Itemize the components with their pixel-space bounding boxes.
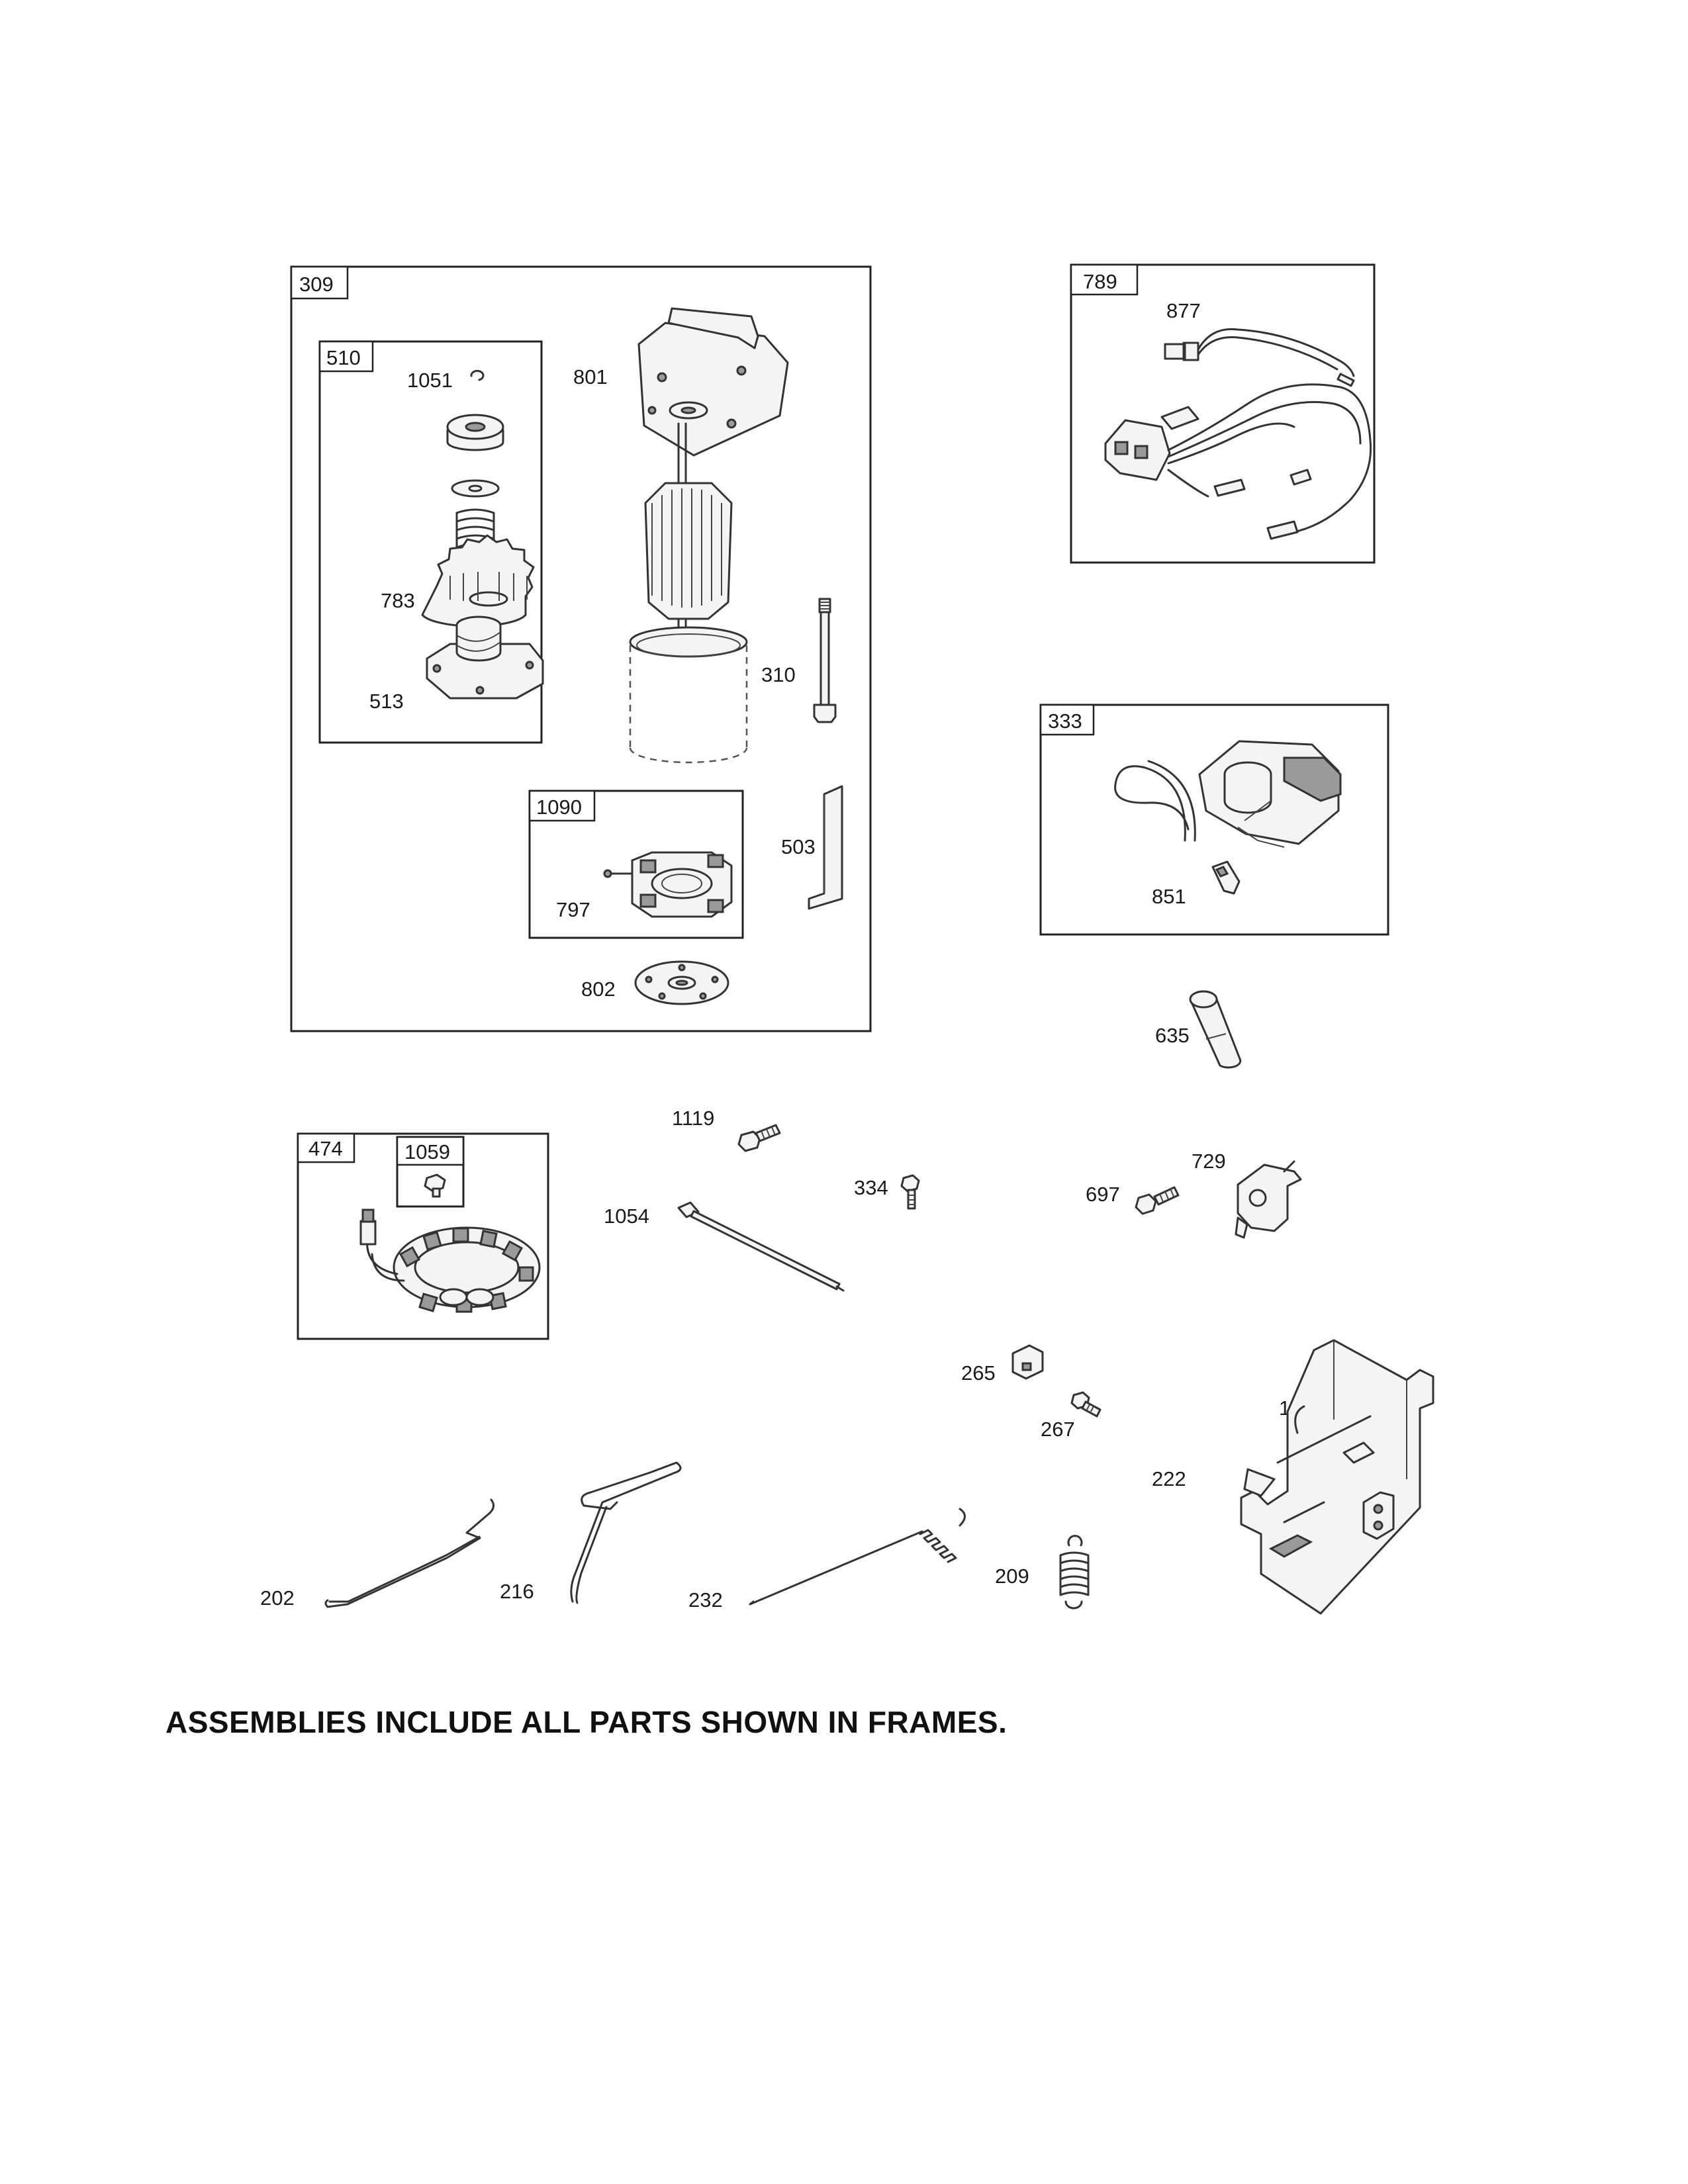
retaining-ring-part[interactable] xyxy=(470,369,485,381)
part-label-1051: 1051 xyxy=(407,369,453,392)
ground-bracket-part[interactable] xyxy=(1235,1160,1302,1239)
part-label-783: 783 xyxy=(381,589,415,612)
assembly-tag-789: 789 xyxy=(1083,270,1117,293)
part-label-265: 265 xyxy=(961,1361,996,1385)
assembly-tag-1059: 1059 xyxy=(404,1140,450,1163)
brush-plate-part[interactable] xyxy=(808,785,843,910)
small-harness-part[interactable] xyxy=(1164,328,1355,387)
part-label-232: 232 xyxy=(688,1588,723,1612)
spark-plug-terminal-part[interactable] xyxy=(1211,860,1241,895)
part-label-1119: 1119 xyxy=(672,1107,714,1130)
part-label-697: 697 xyxy=(1086,1183,1120,1206)
part-label-635: 635 xyxy=(1155,1024,1190,1047)
armature-part[interactable] xyxy=(644,422,733,640)
assembly-tag-1090: 1090 xyxy=(536,796,582,819)
assembly-frame-333[interactable]: 333 xyxy=(1039,704,1389,936)
part-label-334: 334 xyxy=(854,1176,888,1199)
stop-collar-part[interactable] xyxy=(446,414,504,451)
link-rod-202-part[interactable] xyxy=(324,1498,494,1608)
part-label-202: 202 xyxy=(260,1586,295,1610)
part-label-801: 801 xyxy=(573,365,608,388)
bolt-1119-part[interactable] xyxy=(737,1124,781,1152)
drive-housing-part[interactable] xyxy=(426,615,544,700)
part-label-267: 267 xyxy=(1041,1418,1075,1441)
pinion-gear-part[interactable] xyxy=(421,534,535,627)
part-label-851: 851 xyxy=(1152,885,1186,908)
cable-clip-part[interactable] xyxy=(1011,1344,1044,1380)
assembly-frame-1059[interactable]: 1059 xyxy=(396,1136,465,1208)
part-label-797: 797 xyxy=(556,898,590,921)
part-label-877: 877 xyxy=(1166,299,1201,322)
governor-spring-part[interactable] xyxy=(749,1508,966,1606)
alternator-stator-part[interactable] xyxy=(359,1208,541,1313)
cable-tie-part[interactable] xyxy=(677,1201,845,1292)
end-plate-part[interactable] xyxy=(634,960,729,1005)
end-cap-part[interactable] xyxy=(637,307,789,457)
assembly-tag-309: 309 xyxy=(299,273,334,296)
screw-334-part[interactable] xyxy=(900,1174,920,1210)
assembly-frame-1090[interactable]: 1090 xyxy=(528,790,744,939)
assembly-tag-333: 333 xyxy=(1048,709,1082,733)
washer-part[interactable] xyxy=(451,479,500,498)
spark-plug-boot-part[interactable] xyxy=(1189,990,1242,1069)
part-label-802: 802 xyxy=(581,978,616,1001)
through-bolt-part[interactable] xyxy=(813,598,837,723)
part-label-513: 513 xyxy=(369,690,404,713)
assembly-frame-474[interactable]: 474 xyxy=(297,1132,549,1340)
brush-holder-part[interactable] xyxy=(603,851,733,918)
assembly-frame-789[interactable]: 789 xyxy=(1070,263,1376,564)
part-label-503: 503 xyxy=(781,835,816,858)
part-label-222: 222 xyxy=(1152,1467,1186,1490)
alternator-screw-part[interactable] xyxy=(424,1173,446,1198)
part-label-216: 216 xyxy=(500,1580,534,1603)
part-label-1054: 1054 xyxy=(604,1205,649,1228)
assembly-tag-510: 510 xyxy=(326,346,361,369)
spring-209-part[interactable] xyxy=(1059,1535,1090,1610)
screw-267-part[interactable] xyxy=(1070,1391,1102,1418)
main-harness-part[interactable] xyxy=(1104,383,1372,540)
ignition-coil-part[interactable] xyxy=(1114,740,1342,848)
assembly-frame-510[interactable]: 510 xyxy=(318,340,543,744)
assembly-frame-309[interactable]: 309 xyxy=(290,265,872,1032)
assembly-tag-474: 474 xyxy=(308,1137,343,1160)
link-rod-216-part[interactable] xyxy=(570,1461,682,1604)
screw-697-part[interactable] xyxy=(1135,1186,1180,1215)
part-label-209: 209 xyxy=(995,1565,1029,1588)
control-bracket-part[interactable] xyxy=(1240,1339,1434,1615)
part-label-310: 310 xyxy=(761,663,796,686)
assemblies-note: ASSEMBLIES INCLUDE ALL PARTS SHOWN IN FR… xyxy=(165,1705,1008,1739)
motor-housing-part[interactable] xyxy=(629,626,748,764)
part-label-729: 729 xyxy=(1192,1150,1226,1173)
